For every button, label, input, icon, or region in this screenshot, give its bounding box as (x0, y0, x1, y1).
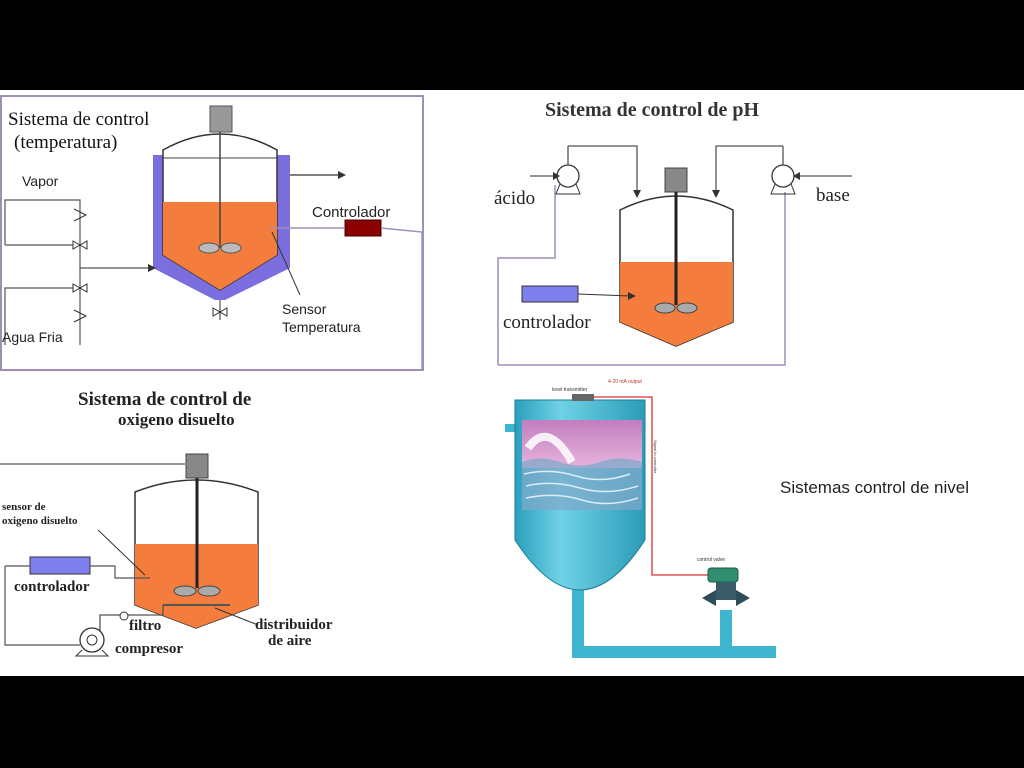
oxygen-distributor-label-line1: distribuidor (255, 617, 333, 633)
level-valve-body (716, 582, 736, 600)
level-control-valve-icon (702, 590, 750, 606)
level-liquid-waves (523, 470, 639, 505)
temperature-sensor-pointer (271, 231, 301, 296)
oxygen-compressor-label: compresor (115, 641, 183, 657)
temperature-controller-label: Controlador (312, 204, 390, 221)
level-signal-line (594, 396, 708, 576)
ph-acid-pump-base (555, 183, 581, 195)
oxygen-controller-return (4, 566, 80, 646)
ph-sensor-arrow (628, 292, 636, 300)
oxygen-filter-label: filtro (129, 618, 161, 634)
water-control-valve (72, 283, 88, 293)
vapor-valve-upper (73, 208, 88, 222)
temperature-motor (209, 105, 233, 133)
temperature-sensor-label-line1: Sensor (282, 301, 327, 317)
temperature-title-line2: (temperatura) (14, 132, 117, 153)
temperature-drain-valve (212, 307, 228, 317)
ph-title: Sistema de control de pH (545, 99, 760, 121)
ph-base-feed-pipe (715, 145, 783, 195)
ph-acid-signal (497, 185, 556, 365)
oxygen-impeller-right (197, 585, 221, 597)
oxygen-air-pipe (99, 605, 164, 645)
oxygen-sensor-label-line1: sensor de (2, 501, 46, 513)
temperature-water-pipe (4, 287, 81, 345)
oxygen-sensor-pointer (97, 529, 146, 576)
oxygen-compressor-base (74, 649, 110, 657)
ph-motor (664, 167, 688, 193)
level-title: Sistemas control de nivel (780, 478, 969, 497)
ph-base-feed-arrow (712, 190, 720, 198)
ph-acid-feed-pipe (568, 145, 638, 195)
oxygen-controller-label: controlador (14, 579, 90, 595)
level-tank-headspace (522, 420, 642, 468)
level-signal-note: Signal to controller (653, 440, 658, 474)
ph-acid-feed-arrow (633, 190, 641, 198)
temperature-feed-pipe (79, 245, 150, 269)
ph-controller-label: controlador (503, 312, 591, 333)
oxygen-distributor-pointer (214, 607, 259, 626)
temperature-controller-box (344, 219, 382, 237)
ph-acid-pump-icon (556, 164, 580, 188)
oxygen-controller-box (29, 556, 91, 575)
level-transmitter-label: level transmitter (552, 387, 588, 393)
ph-base-inlet-arrow (793, 172, 800, 180)
vapor-label: Vapor (22, 173, 59, 189)
oxygen-sensor-label-line2: oxigeno disuelto (2, 515, 78, 527)
temperature-vapor-pipe (4, 199, 81, 245)
ph-impeller-left (654, 302, 676, 314)
temperature-impeller-left (198, 242, 220, 254)
ph-acid-label: ácido (494, 188, 535, 209)
ph-control-system: Sistema de control de pH ácido base cont… (494, 99, 852, 366)
level-valve-note: control valve (697, 557, 725, 563)
level-inlet-stream (524, 432, 576, 465)
slide: Sistema de control (temperatura) Vapor A… (0, 90, 1024, 676)
oxygen-impeller-left (173, 585, 197, 597)
oxygen-compressor-core (86, 634, 98, 646)
oxygen-compressor-icon (79, 627, 105, 653)
ph-base-pump-icon (771, 164, 795, 188)
oxygen-distributor-label-line2: de aire (268, 633, 312, 649)
ph-controller-box (521, 285, 579, 303)
vapor-control-valve (72, 240, 88, 250)
oxygen-filter-icon (119, 611, 129, 621)
oxygen-control-system: Sistema de control de oxigeno disuelto s… (0, 389, 333, 657)
oxygen-title-line1: Sistema de control de (78, 389, 251, 410)
temperature-controller-signal (380, 227, 423, 370)
temperature-feed-arrow (148, 264, 156, 272)
oxygen-sensor-line (90, 565, 150, 579)
oxygen-title-line2: oxigeno disuelto (118, 410, 235, 429)
temperature-control-system: Sistema de control (temperatura) Vapor A… (0, 95, 424, 371)
temperature-title-line1: Sistema de control (8, 109, 149, 130)
temperature-frame (0, 95, 424, 371)
cold-water-label: Agua Fria (2, 329, 63, 345)
ph-sensor-line (577, 293, 631, 297)
diagram-canvas: Sistema de control (temperatura) Vapor A… (0, 95, 969, 658)
level-control-system: level transmitter 4-20 mA output Signal … (505, 379, 969, 658)
ph-base-signal (498, 192, 786, 366)
temperature-outlet-arrow (338, 171, 346, 179)
temperature-impeller-right (220, 242, 242, 254)
ph-base-pump-base (770, 183, 796, 195)
water-valve-lower (73, 309, 88, 323)
level-output-label: 4-20 mA output (608, 379, 643, 385)
level-outlet-pipe (572, 590, 776, 658)
oxygen-motor (185, 453, 209, 479)
ph-base-label: base (816, 185, 850, 206)
temperature-sensor-label-line2: Temperatura (282, 319, 361, 335)
ph-acid-inlet-arrow (553, 172, 560, 180)
level-transmitter-icon (572, 394, 594, 401)
level-valve-actuator (707, 567, 739, 583)
ph-impeller-right (676, 302, 698, 314)
